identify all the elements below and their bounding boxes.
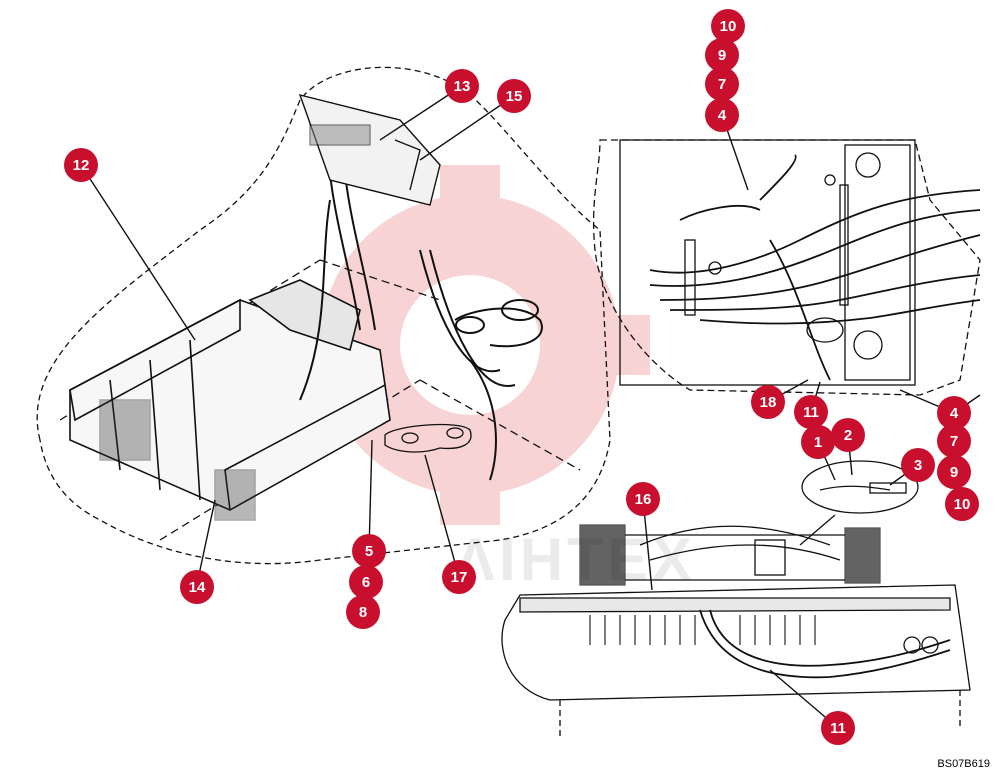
figure-code: BS07B619	[937, 758, 990, 770]
callout-8[interactable]: 8	[346, 595, 380, 629]
top-right-hoses	[649, 154, 981, 381]
watermark-gear-icon	[290, 165, 650, 525]
callout-16[interactable]: 16	[626, 482, 660, 516]
control-panel	[298, 94, 441, 206]
callout-11-bottom[interactable]: 11	[821, 711, 855, 745]
watermark-text: ΛΙΗΤΕΧ	[455, 526, 696, 593]
callout-7-top[interactable]: 7	[705, 67, 739, 101]
heater-unit	[69, 279, 391, 521]
callout-1[interactable]: 1	[801, 425, 835, 459]
callout-7-right[interactable]: 7	[937, 424, 971, 458]
callout-9-right[interactable]: 9	[937, 455, 971, 489]
callout-5[interactable]: 5	[352, 534, 386, 568]
callout-14[interactable]: 14	[180, 570, 214, 604]
top-right-view-outline	[592, 139, 981, 396]
callout-13[interactable]: 13	[445, 69, 479, 103]
callout-10-top[interactable]: 10	[711, 9, 745, 43]
callout-17[interactable]: 17	[442, 560, 476, 594]
detail-ellipse	[799, 460, 919, 546]
callout-2[interactable]: 2	[831, 418, 865, 452]
callout-18[interactable]: 18	[751, 385, 785, 419]
callout-6[interactable]: 6	[349, 565, 383, 599]
callout-12[interactable]: 12	[64, 148, 98, 182]
bottom-right-view	[501, 524, 971, 740]
callout-11-right[interactable]: 11	[794, 395, 828, 429]
left-view-outline	[36, 66, 611, 565]
callout-15[interactable]: 15	[497, 79, 531, 113]
callout-4-top[interactable]: 4	[705, 98, 739, 132]
seal-gaskets	[384, 423, 472, 453]
callout-3[interactable]: 3	[901, 448, 935, 482]
top-right-panel	[619, 139, 916, 386]
callout-9-top[interactable]: 9	[705, 38, 739, 72]
callout-10-right[interactable]: 10	[945, 487, 979, 521]
